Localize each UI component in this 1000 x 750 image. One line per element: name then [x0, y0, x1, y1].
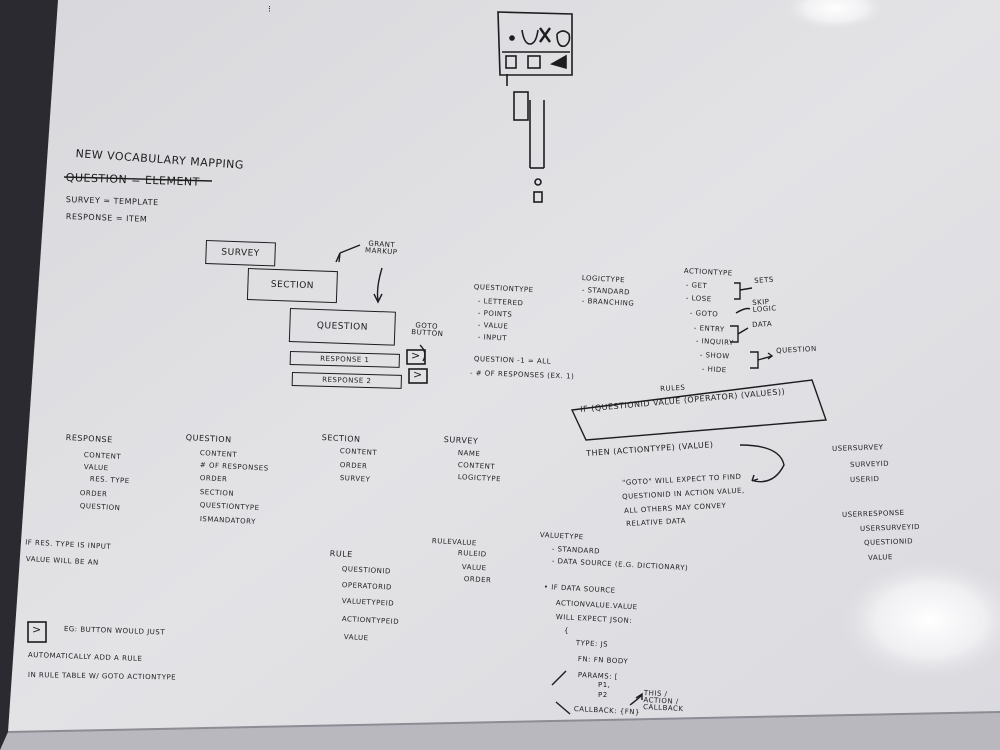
phone-sketch [497, 11, 573, 203]
action-type-item-show: - Show [699, 351, 730, 361]
action-type-item-goto: - Goto [689, 309, 719, 319]
json-param-1: p1, [598, 681, 611, 689]
diagram-arrows [335, 244, 827, 715]
response1-goto-icon: > [411, 349, 421, 362]
question-field-order: Order [199, 474, 228, 484]
action-type-item-lose: - Lose [685, 294, 712, 304]
json-param-2: p2 [598, 691, 608, 699]
grant-markup-note: Grant Markup [364, 239, 398, 257]
section-box: Section [246, 268, 338, 304]
rule-value-field-value: Value [461, 563, 487, 573]
action-note-skip-logic: Skip Logic [751, 297, 777, 314]
action-note-data: Data [751, 319, 773, 329]
survey-box: Survey [205, 240, 276, 267]
response1-label: Response 1 [320, 354, 370, 365]
survey-entity-title: Survey [443, 435, 479, 446]
svg-text:⁝: ⁝ [268, 5, 271, 15]
question-type-item-4: - Input [477, 333, 508, 343]
response2-box: Response 2 [291, 372, 402, 389]
rule-entity-title: Rule [329, 549, 353, 560]
rule-value-field-order: Order [463, 575, 492, 585]
response2-goto-icon: > [413, 368, 423, 381]
rule-field-value: Value [343, 633, 369, 643]
action-note-sets: Sets [753, 275, 775, 285]
section-box-label: Section [270, 279, 315, 292]
survey-field-name: Name [457, 449, 481, 459]
json-callback-note: This / Action / Callback [642, 689, 684, 714]
json-brace-open: { [564, 627, 569, 635]
response2-label: Response 2 [322, 375, 372, 386]
rules-title: Rules [659, 383, 686, 393]
user-survey-field-user-id: UserID [849, 474, 880, 484]
goto-button-icon: > [32, 623, 42, 636]
section-field-order: Order [339, 461, 368, 471]
response-field-order: Order [79, 489, 108, 499]
survey-box-label: Survey [221, 247, 260, 259]
response-field-value: Value [83, 463, 109, 473]
goto-button-note: Goto Button [411, 321, 444, 339]
question-box-label: Question [316, 320, 369, 333]
question-box: Question [288, 308, 396, 346]
user-survey-field-survey-id: SurveyID [849, 459, 890, 469]
action-type-item-get: - Get [685, 281, 708, 291]
rule-value-field-rule-id: RuleID [457, 549, 487, 559]
response1-box: Response 1 [289, 351, 400, 368]
action-type-item-hide: - Hide [701, 365, 727, 375]
user-response-field-value: Value [867, 553, 893, 562]
